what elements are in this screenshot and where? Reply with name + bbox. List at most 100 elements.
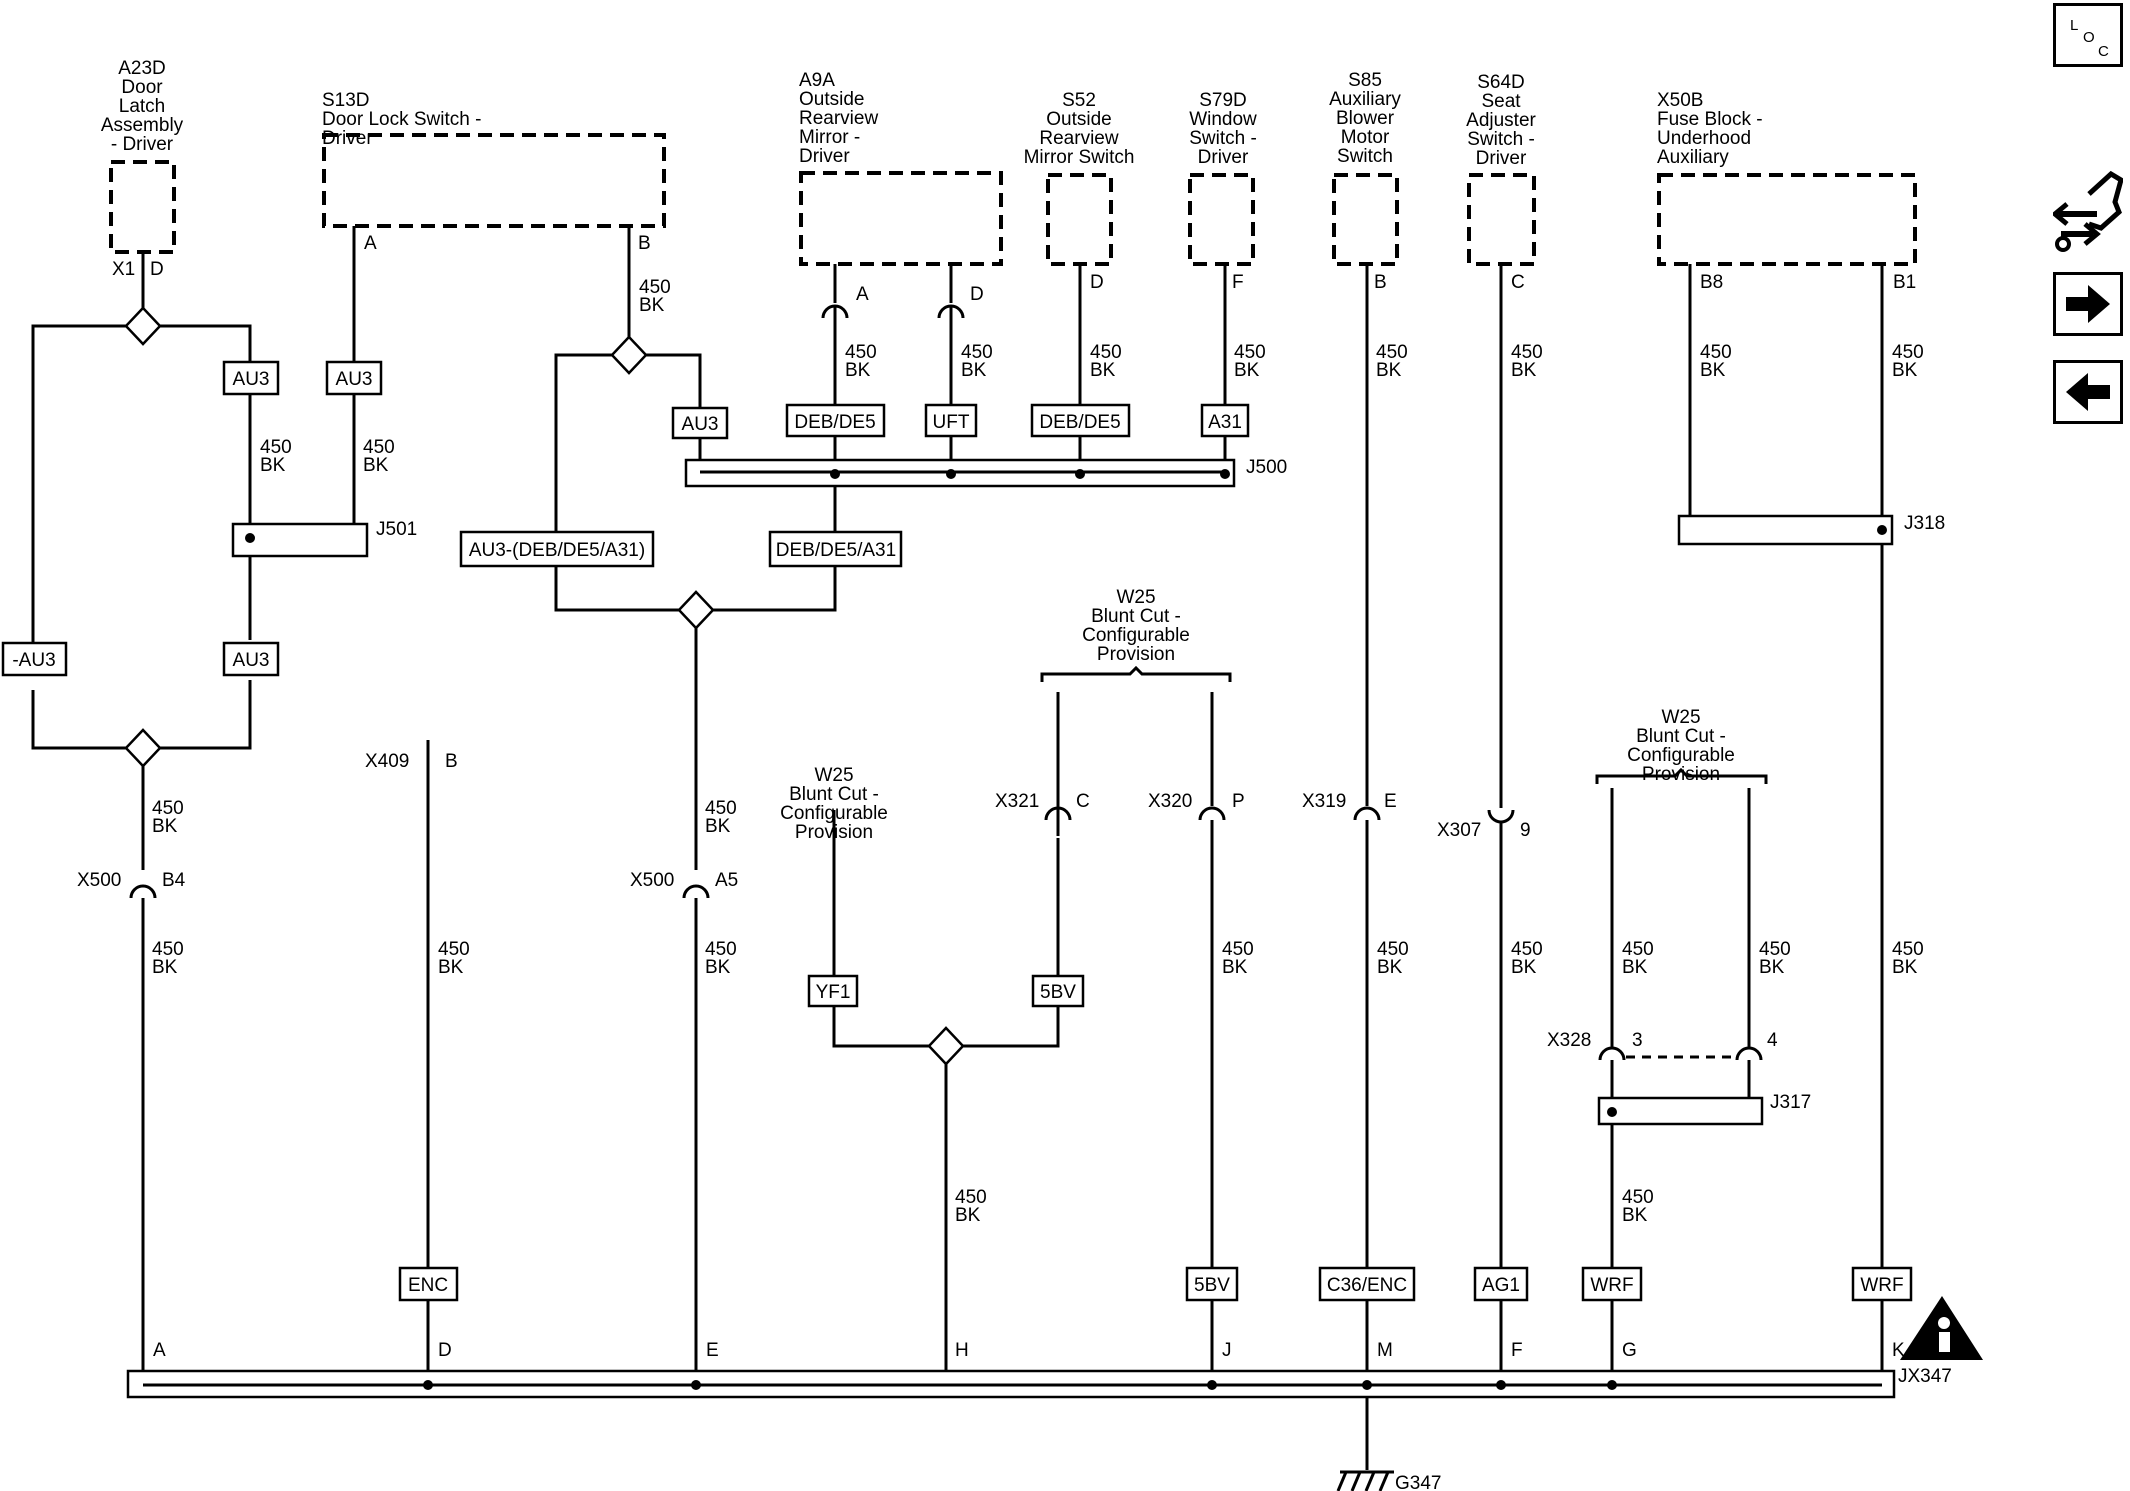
svg-text:Configurable: Configurable — [1082, 625, 1190, 646]
svg-text:Seat: Seat — [1481, 91, 1521, 112]
svg-text:Driver: Driver — [1198, 147, 1249, 168]
svg-text:450: 450 — [1377, 939, 1409, 960]
svg-text:ENC: ENC — [408, 1275, 448, 1296]
svg-text:Configurable: Configurable — [1627, 745, 1735, 766]
svg-text:BK: BK — [1377, 957, 1403, 978]
svg-text:BK: BK — [1511, 360, 1537, 381]
previous-page-arrow-icon[interactable] — [2053, 360, 2123, 424]
svg-text:K: K — [1892, 1340, 1905, 1361]
svg-text:X328: X328 — [1547, 1030, 1591, 1051]
pin-label: D — [150, 259, 164, 280]
svg-text:Rearview: Rearview — [1039, 128, 1118, 149]
connector-end-view-icon[interactable] — [2051, 170, 2124, 254]
svg-text:Auxiliary: Auxiliary — [1657, 147, 1729, 168]
svg-text:BK: BK — [1759, 957, 1785, 978]
svg-text:X319: X319 — [1302, 791, 1346, 812]
svg-text:O: O — [2083, 29, 2095, 46]
svg-text:Mirror -: Mirror - — [799, 127, 860, 148]
svg-text:YF1: YF1 — [816, 982, 851, 1003]
svg-text:Adjuster: Adjuster — [1466, 110, 1536, 131]
svg-text:450: 450 — [705, 798, 737, 819]
component-s52-box — [1046, 173, 1113, 266]
pin-label: D — [1090, 272, 1104, 293]
next-page-arrow-icon[interactable] — [2053, 272, 2123, 336]
svg-text:A9A: A9A — [799, 70, 835, 91]
pin-label: D — [970, 284, 984, 305]
svg-text:WRF: WRF — [1860, 1275, 1903, 1296]
svg-text:S52: S52 — [1062, 90, 1096, 111]
svg-text:S79D: S79D — [1199, 90, 1247, 111]
component-a23d-label: A23D Door Latch Assembly - Driver — [101, 58, 184, 155]
svg-text:450: 450 — [961, 342, 993, 363]
pin-label: B — [638, 233, 651, 254]
svg-text:B4: B4 — [162, 870, 186, 891]
splice-j318: J318 — [1677, 513, 1945, 546]
svg-text:Assembly: Assembly — [101, 115, 184, 136]
pin-label: B — [1374, 272, 1387, 293]
svg-text:DEB/DE5: DEB/DE5 — [794, 412, 875, 433]
svg-text:Door Lock Switch -: Door Lock Switch - — [322, 109, 481, 130]
svg-text:- Driver: - Driver — [111, 134, 174, 155]
svg-text:BK: BK — [1700, 360, 1726, 381]
svg-text:A31: A31 — [1208, 412, 1242, 433]
svg-text:S85: S85 — [1348, 70, 1382, 91]
svg-text:G347: G347 — [1395, 1473, 1441, 1491]
svg-text:P: P — [1232, 791, 1245, 812]
svg-text:X320: X320 — [1148, 791, 1192, 812]
svg-text:BK: BK — [705, 816, 731, 837]
svg-text:3: 3 — [1632, 1030, 1643, 1051]
svg-text:G: G — [1622, 1340, 1637, 1361]
w25-blunt-cut-center: W25 Blunt Cut - Configurable Provision — [1040, 587, 1232, 682]
svg-text:Driver: Driver — [799, 146, 850, 167]
svg-text:AG1: AG1 — [1482, 1275, 1520, 1296]
svg-text:Fuse Block -: Fuse Block - — [1657, 109, 1763, 130]
information-icon[interactable] — [1900, 1296, 1983, 1360]
pin-label: F — [1232, 272, 1244, 293]
svg-text:Door: Door — [121, 77, 163, 98]
svg-text:Window: Window — [1189, 109, 1257, 130]
svg-text:C36/ENC: C36/ENC — [1327, 1275, 1407, 1296]
svg-text:450: 450 — [1759, 939, 1791, 960]
svg-text:BK: BK — [1234, 360, 1260, 381]
svg-text:450: 450 — [1234, 342, 1266, 363]
svg-text:450: 450 — [152, 939, 184, 960]
svg-text:Provision: Provision — [1097, 644, 1175, 665]
svg-text:5BV: 5BV — [1194, 1275, 1230, 1296]
svg-text:450: 450 — [260, 437, 292, 458]
component-a9a-box — [799, 171, 1003, 266]
svg-text:Provision: Provision — [1642, 764, 1720, 785]
svg-text:Motor: Motor — [1341, 127, 1390, 148]
svg-text:X50B: X50B — [1657, 90, 1703, 111]
svg-text:W25: W25 — [814, 765, 853, 786]
location-icon[interactable]: L O C — [2053, 3, 2123, 67]
svg-text:Blunt Cut -: Blunt Cut - — [789, 784, 879, 805]
svg-text:450: 450 — [1622, 1187, 1654, 1208]
component-s85-box — [1332, 173, 1399, 266]
svg-text:450: 450 — [1511, 342, 1543, 363]
component-s79d-box — [1188, 173, 1255, 266]
svg-text:BK: BK — [363, 455, 389, 476]
svg-text:450: 450 — [1511, 939, 1543, 960]
svg-text:B: B — [445, 751, 458, 772]
splice-diamonds — [124, 306, 965, 1066]
w25-blunt-cut-left: W25 Blunt Cut - Configurable Provision — [780, 765, 888, 843]
svg-text:DEB/DE5/A31: DEB/DE5/A31 — [776, 540, 896, 561]
svg-text:X307: X307 — [1437, 820, 1481, 841]
svg-text:BK: BK — [1511, 957, 1537, 978]
svg-text:AU3: AU3 — [233, 369, 270, 390]
svg-text:-AU3: -AU3 — [12, 650, 55, 671]
splice-j500: J500 — [684, 457, 1287, 488]
svg-text:BK: BK — [845, 360, 871, 381]
svg-text:9: 9 — [1520, 820, 1531, 841]
svg-text:Driver: Driver — [1476, 148, 1527, 169]
svg-text:BK: BK — [961, 360, 987, 381]
pin-label: X1 — [112, 259, 135, 280]
svg-text:450: 450 — [1892, 939, 1924, 960]
svg-text:Outside: Outside — [799, 89, 864, 110]
splice-j317: J317 — [1597, 1092, 1811, 1126]
svg-text:Blunt Cut -: Blunt Cut - — [1636, 726, 1726, 747]
svg-text:Underhood: Underhood — [1657, 128, 1751, 149]
svg-text:J501: J501 — [376, 519, 417, 540]
option-boxes: AU3 AU3 AU3 DEB/DE5 UFT DEB/DE5 A31 AU3-… — [1, 360, 1913, 1302]
